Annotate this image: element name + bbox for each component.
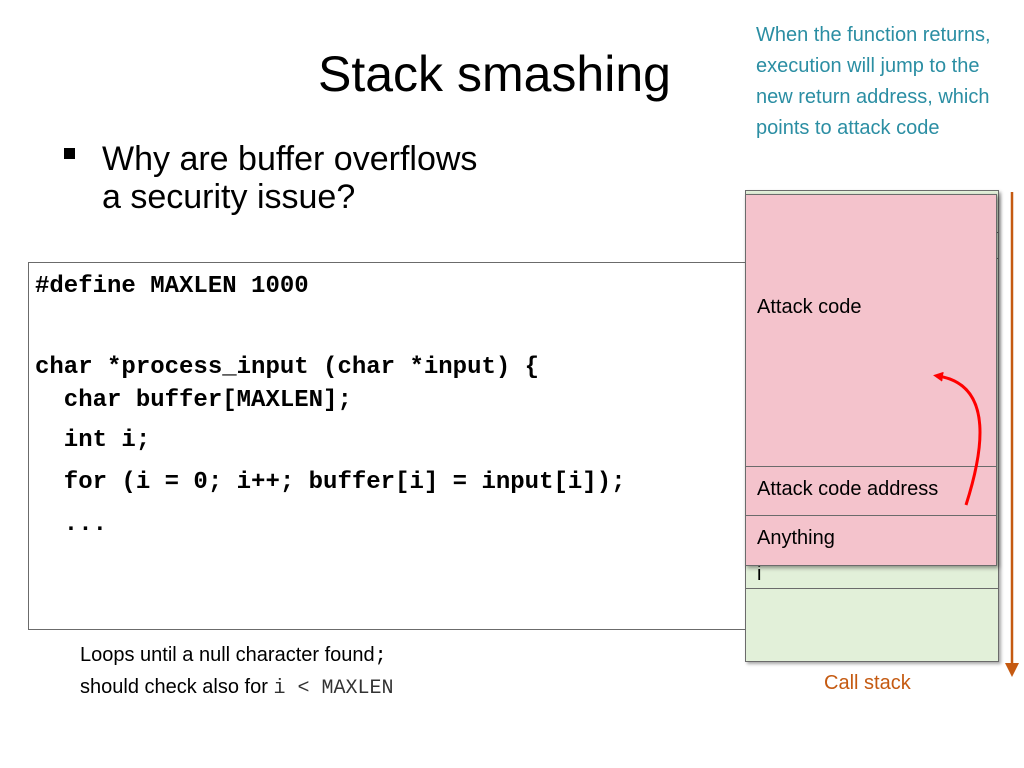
code-line-define: #define MAXLEN 1000: [35, 273, 309, 300]
bullet-text: Why are buffer overflows a security issu…: [102, 140, 477, 216]
attack-divider: [745, 515, 997, 516]
explanation-semicolon: ;: [374, 645, 387, 668]
explanation-line-1-text: Loops until a null character found: [80, 644, 375, 666]
stack-slot-i: i: [757, 563, 762, 585]
code-line-signature: char *process_input (char *input) {: [35, 354, 540, 381]
anything-label: Anything: [757, 527, 835, 549]
explanation-line-2: should check also for i < MAXLEN: [80, 672, 393, 704]
attack-code-address-label: Attack code address: [757, 478, 939, 500]
bullet-line-1: Why are buffer overflows: [102, 140, 478, 178]
bullet-line-2: a security issue?: [102, 178, 356, 216]
code-line-ellipsis: ...: [35, 511, 108, 538]
loop-explanation: Loops until a null character found; shou…: [80, 640, 393, 704]
return-address-note: When the function returns, execution wil…: [756, 24, 991, 139]
square-bullet-icon: [64, 148, 75, 159]
explanation-line-2-text: should check also for: [80, 676, 274, 698]
code-line-buffer: char buffer[MAXLEN];: [35, 387, 352, 414]
attack-code-label: Attack code: [757, 296, 862, 318]
attack-divider: [745, 466, 997, 467]
explanation-maxlen-code: i < MAXLEN: [273, 677, 394, 700]
explanation-line-1: Loops until a null character found;: [80, 640, 393, 672]
code-line-int: int i;: [35, 427, 151, 454]
call-stack-label: Call stack: [824, 672, 911, 694]
return-jump-arrow: [933, 371, 982, 506]
code-line-for: for (i = 0; i++; buffer[i] = input[i]);: [35, 469, 626, 496]
code-listing: #define MAXLEN 1000 char *process_input …: [28, 262, 780, 630]
slide-title: Stack smashing: [318, 46, 671, 102]
stack-divider: [745, 588, 999, 589]
